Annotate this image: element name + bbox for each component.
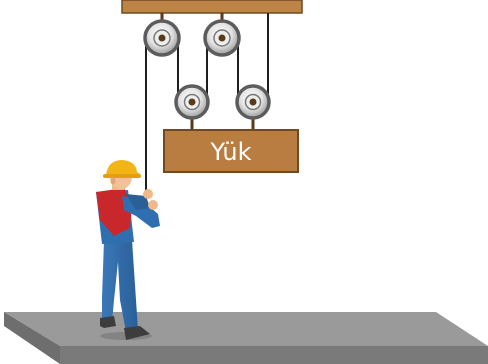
load-label: Yük: [209, 138, 251, 166]
fixed-pulley-1: [143, 19, 181, 57]
load-box: Yük: [163, 129, 299, 173]
movable-pulley-1: [174, 84, 210, 120]
fixed-pulley-2: [203, 19, 241, 57]
movable-pulley-2: [235, 84, 271, 120]
worker-figure: [96, 160, 160, 340]
rope: [145, 13, 269, 200]
ground-platform: [4, 312, 488, 364]
ceiling-beam: [121, 0, 303, 14]
